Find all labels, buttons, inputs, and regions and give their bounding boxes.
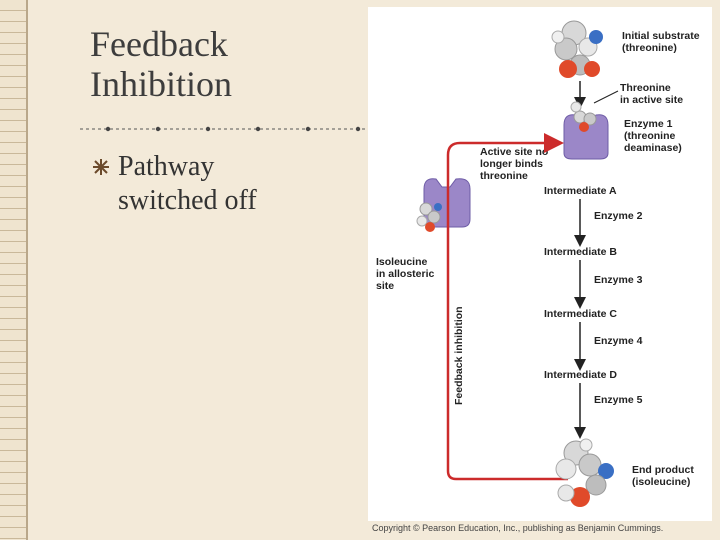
notebook-margin — [0, 0, 28, 540]
active-site-label-3: threonine — [480, 170, 528, 182]
enzyme5-label: Enzyme 5 — [594, 394, 643, 406]
pathway-diagram: Initial substrate (threonine) Threonine … — [376, 20, 700, 507]
enzyme4-label: Enzyme 4 — [594, 335, 643, 347]
enzyme1-label-1: Enzyme 1 — [624, 118, 673, 130]
enzyme1-shape-icon — [563, 101, 609, 160]
copyright-credit: Copyright © Pearson Education, Inc., pub… — [372, 523, 664, 533]
intermediate-c-label: Intermediate C — [544, 308, 617, 320]
asterisk-bullet-icon — [93, 159, 109, 175]
feedback-inhibition-path — [446, 133, 568, 481]
enzyme1-label-3: deaminase) — [624, 142, 682, 154]
isoleucine-label-1: Isoleucine — [376, 256, 428, 268]
active-site-label-2: longer binds — [480, 158, 543, 170]
initial-substrate-label-1: Initial substrate — [622, 30, 700, 42]
initial-substrate-label-2: (threonine) — [622, 42, 677, 54]
isoleucine-label-2: in allosteric — [376, 268, 435, 280]
threonine-site-label-1: Threonine — [620, 82, 671, 94]
enzyme3-label: Enzyme 3 — [594, 274, 643, 286]
bullet-text-line2: switched off — [118, 185, 257, 216]
slide-title-line1: Feedback — [90, 24, 228, 64]
feedback-inhibition-figure: Initial substrate (threonine) Threonine … — [368, 7, 712, 521]
end-product-label-2: (isoleucine) — [632, 476, 690, 488]
threonine-molecule-icon — [551, 20, 603, 78]
slide-title: Feedback Inhibition — [90, 24, 360, 104]
active-site-label-1: Active site no — [480, 146, 548, 158]
enzyme2-label: Enzyme 2 — [594, 210, 643, 222]
enzyme1-label-2: (threonine — [624, 130, 675, 142]
threonine-site-label-2: in active site — [620, 94, 683, 106]
intermediate-a-label: Intermediate A — [544, 185, 617, 197]
isoleucine-molecule-icon — [555, 438, 614, 507]
intermediate-b-label: Intermediate B — [544, 246, 617, 258]
intermediate-d-label: Intermediate D — [544, 369, 617, 381]
dotted-divider — [80, 126, 370, 132]
end-product-label-1: End product — [632, 464, 694, 476]
bullet-text-line1: Pathway — [118, 151, 215, 182]
slide-title-line2: Inhibition — [90, 64, 232, 104]
pointer-threonine-site — [593, 90, 619, 104]
bullet-text: Pathway switched off — [118, 150, 358, 218]
inhibited-enzyme-icon — [416, 178, 471, 232]
feedback-inhibition-label: Feedback inhibition — [453, 306, 465, 405]
isoleucine-label-3: site — [376, 280, 394, 292]
